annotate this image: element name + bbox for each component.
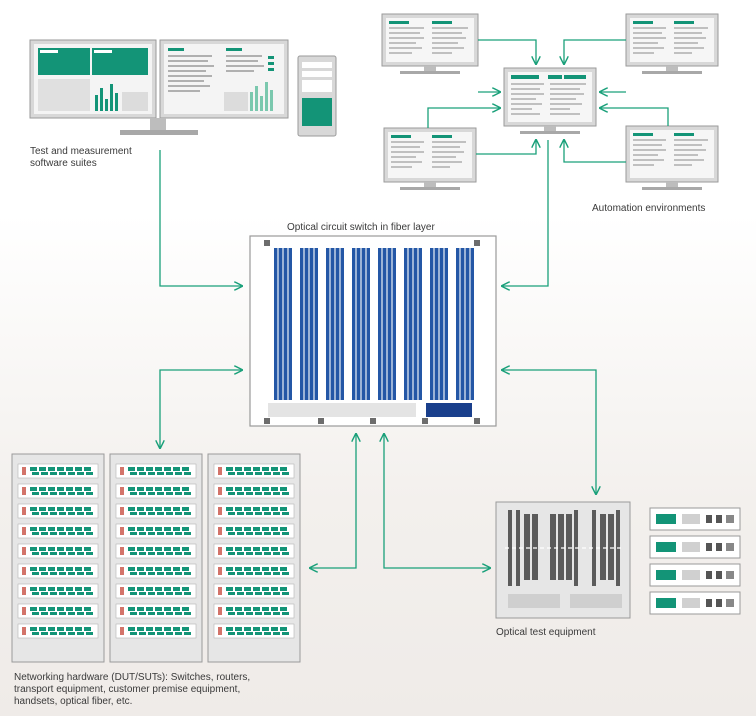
optical-side-unit bbox=[649, 591, 741, 615]
rack-unit bbox=[213, 523, 295, 539]
automation-environments bbox=[381, 13, 719, 190]
rack-unit bbox=[115, 503, 197, 519]
rack-unit bbox=[213, 463, 295, 479]
networking-label: Networking hardware (DUT/SUTs): Switches… bbox=[14, 672, 251, 707]
rack-unit bbox=[17, 583, 99, 599]
rack-unit bbox=[17, 563, 99, 579]
optical-test-label: Optical test equipment bbox=[496, 627, 596, 638]
rack-unit bbox=[115, 563, 197, 579]
optical-test-equipment bbox=[495, 501, 741, 619]
rack-unit bbox=[115, 483, 197, 499]
arrow-switch-optical-test bbox=[502, 370, 596, 494]
rack-unit bbox=[115, 523, 197, 539]
switch-card-1 bbox=[274, 248, 292, 400]
arrow-software-to-switch bbox=[159, 150, 242, 286]
optical-side-unit bbox=[649, 535, 741, 559]
rack-2 bbox=[109, 453, 203, 663]
rack-unit bbox=[213, 583, 295, 599]
test-software-workstation bbox=[29, 39, 337, 137]
rack-unit bbox=[17, 483, 99, 499]
automation-monitor-top-left bbox=[381, 13, 479, 74]
rack-unit bbox=[17, 503, 99, 519]
rack-unit bbox=[213, 603, 295, 619]
automation-label: Automation environments bbox=[592, 203, 706, 214]
networking-hardware-racks bbox=[11, 453, 301, 663]
switch-card-3 bbox=[326, 248, 344, 400]
automation-monitor-bottom-left bbox=[383, 127, 477, 190]
arrow-switch-networking bbox=[160, 370, 242, 448]
rack-unit bbox=[17, 523, 99, 539]
rack-unit bbox=[17, 603, 99, 619]
rack-unit bbox=[115, 463, 197, 479]
optical-side-unit bbox=[649, 507, 741, 531]
optical-side-unit bbox=[649, 563, 741, 587]
automation-monitor-center bbox=[503, 67, 597, 134]
rack-unit bbox=[115, 583, 197, 599]
rack-3 bbox=[207, 453, 301, 663]
automation-monitor-top-right bbox=[625, 13, 719, 74]
rack-unit bbox=[115, 543, 197, 559]
rack-unit bbox=[17, 623, 99, 639]
rack-unit bbox=[213, 543, 295, 559]
switch-card-2 bbox=[300, 248, 318, 400]
switch-label: Optical circuit switch in fiber layer bbox=[287, 222, 435, 233]
rack-1 bbox=[11, 453, 105, 663]
rack-unit bbox=[17, 463, 99, 479]
rack-unit bbox=[213, 563, 295, 579]
arrow-automation-to-switch bbox=[502, 140, 549, 286]
rack-unit bbox=[115, 623, 197, 639]
switch-card-5 bbox=[378, 248, 396, 400]
switch-card-8 bbox=[456, 248, 474, 400]
arrow-switch-optical-bottom bbox=[384, 434, 490, 568]
rack-unit bbox=[213, 503, 295, 519]
rack-unit bbox=[17, 543, 99, 559]
automation-monitor-bottom-right bbox=[625, 125, 719, 190]
rack-unit bbox=[115, 603, 197, 619]
switch-card-4 bbox=[352, 248, 370, 400]
rack-unit bbox=[213, 623, 295, 639]
arrow-switch-networking-bottom bbox=[310, 434, 356, 568]
switch-card-7 bbox=[430, 248, 448, 400]
optical-circuit-switch bbox=[249, 235, 497, 427]
switch-card-6 bbox=[404, 248, 422, 400]
rack-unit bbox=[213, 483, 295, 499]
test-software-label: Test and measurement software suites bbox=[30, 146, 132, 169]
